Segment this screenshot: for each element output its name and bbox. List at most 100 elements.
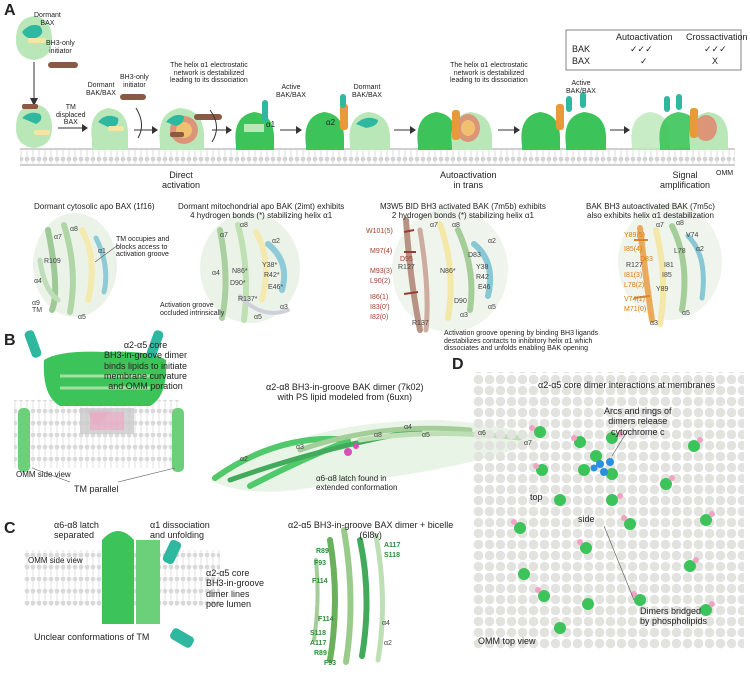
s1-label: α5	[78, 314, 86, 321]
d-side-label: side	[578, 514, 595, 524]
bh3-initiator-bar-2	[120, 94, 146, 100]
s4-label: Y89	[656, 286, 669, 293]
s4-label: L78	[674, 248, 686, 255]
s1-label: α9 TM	[32, 300, 43, 314]
s2-label: R137*	[238, 296, 258, 303]
helix-note-2: The helix α1 electrostatic network is de…	[450, 62, 528, 85]
c-res-label: R89	[316, 548, 329, 555]
c-res-label: F93	[314, 560, 327, 567]
s4-label: α7	[656, 222, 664, 229]
label-active-bakbax-2: Active BAK/BAX	[566, 80, 596, 95]
s3-label: D83	[468, 252, 481, 259]
b-helix-label: α2	[240, 456, 248, 463]
s4-label: V74(1)	[624, 296, 646, 303]
structure-bax-1f16	[33, 213, 117, 317]
s4-label: α5	[682, 310, 690, 317]
groove-occluded-note: Activation groove occluded intrinsically	[160, 302, 225, 317]
label-omm: OMM	[716, 170, 734, 177]
panel-label-a: A	[4, 2, 16, 19]
b-tm-parallel: TM parallel	[74, 484, 119, 494]
s3-label: N86*	[440, 268, 456, 275]
s4-label: Y89(5)	[624, 232, 646, 239]
s1-label: α4	[34, 278, 42, 285]
table-row-bak-cross: ✓✓✓	[704, 44, 727, 54]
c-res-label: A117	[310, 640, 327, 647]
panel-label-c: C	[4, 520, 16, 537]
s3-label: Y38	[476, 264, 489, 271]
table-col-crossactivation: Crossactivation	[686, 32, 748, 42]
b-latch-note: α6-α8 latch found in extended conformati…	[316, 474, 398, 493]
label-bh3-initiator: BH3-only initiator	[46, 40, 75, 55]
s3-label: α3	[460, 312, 468, 319]
d-arcs-note: Arcs and rings of dimers release cytochr…	[604, 406, 672, 437]
activation-table-box	[565, 29, 742, 71]
panel-label-d: D	[452, 356, 464, 373]
s3-label: D90	[454, 298, 467, 305]
s2-label: D90*	[230, 280, 246, 287]
c-omm-side: OMM side view	[28, 556, 83, 565]
s3-label: W101(5)	[366, 228, 393, 235]
s1-label: α1	[98, 248, 106, 255]
c-res-label: α2	[384, 640, 392, 647]
s4-label: I81	[664, 262, 674, 269]
c-res-label: S118	[310, 630, 326, 637]
s1-label: R109	[44, 258, 61, 265]
d-omm-top: OMM top view	[478, 636, 536, 646]
table-row-bax-auto: ✓	[640, 56, 648, 66]
s3-label: α8	[452, 222, 460, 229]
s3-label: α7	[430, 222, 438, 229]
c-res-label: α4	[382, 620, 390, 627]
label-alpha2: α2	[326, 118, 336, 127]
structure-bak-2imt	[200, 213, 300, 323]
label-autoactivation: Autoactivation in trans	[440, 170, 497, 191]
c-res-label: S118	[384, 552, 400, 559]
table-row-bax-cross: X	[712, 56, 719, 66]
s3-label: R137	[412, 320, 429, 327]
s3-label: E46	[478, 284, 491, 291]
c-core-note: α2-α5 core BH3-in-groove dimer lines por…	[206, 568, 265, 610]
s3-label: R42	[476, 274, 489, 281]
s3-label: α5	[488, 304, 496, 311]
s2-label: α3	[280, 304, 288, 311]
s4-label: R127	[626, 262, 643, 269]
b-core-note: α2-α5 core BH3-in-groove dimer binds lip…	[104, 340, 188, 392]
s2-label: α2	[272, 238, 280, 245]
struct-title-1: Dormant cytosolic apo BAX (1f16)	[34, 202, 155, 211]
panel-label-b: B	[4, 332, 16, 349]
omm-membrane	[20, 148, 735, 166]
tm-note: TM occupies and blocks access to activat…	[116, 236, 170, 259]
c-unclear-tm: Unclear conformations of TM	[34, 632, 150, 642]
s4-label: L78(2)	[624, 282, 645, 289]
s2-label: Y38*	[262, 262, 278, 269]
table-col-autoactivation: Autoactivation	[616, 32, 673, 42]
table-row-bak-name: BAK	[572, 44, 591, 54]
s3-label: I86(1)	[370, 294, 389, 301]
helix-note-1: The helix α1 electrostatic network is de…	[170, 62, 248, 85]
d-bridged-note: Dimers bridged by phospholipids	[640, 606, 708, 627]
b-helix-label: α6	[478, 430, 486, 437]
s3-label: M97(4)	[370, 248, 393, 255]
s3-label: M93(3)	[370, 268, 393, 275]
s4-label: α2	[696, 246, 704, 253]
s2-label: R42*	[264, 272, 280, 279]
s2-label: N86*	[232, 268, 248, 275]
c-pore-model	[102, 531, 194, 648]
label-tm-displaced: TM displaced BAX	[56, 104, 86, 127]
c-latch-separated: α6-α8 latch separated	[54, 520, 99, 541]
c-res-label: R89	[314, 650, 327, 657]
active-bakbax-shape-1	[235, 100, 274, 150]
s4-label: D83	[640, 256, 653, 263]
s2-label: α5	[254, 314, 262, 321]
label-active-bakbax-1: Active BAK/BAX	[276, 84, 306, 99]
tm-displaced-bax-shape	[16, 104, 52, 148]
s4-label: V74	[686, 232, 699, 239]
omm-top-view-grid	[472, 372, 744, 650]
b-helix-label: α8	[374, 432, 382, 439]
b-core-dimer	[18, 330, 184, 472]
active-with-dormant-pair	[305, 94, 390, 150]
struct-title-3: M3W5 BID BH3 activated BAK (7m5b) exhibi…	[380, 202, 546, 221]
s1-label: α8	[70, 226, 78, 233]
s2-label: E46*	[268, 284, 284, 291]
groove-opening-note: Activation groove opening by binding BH3…	[444, 330, 599, 353]
